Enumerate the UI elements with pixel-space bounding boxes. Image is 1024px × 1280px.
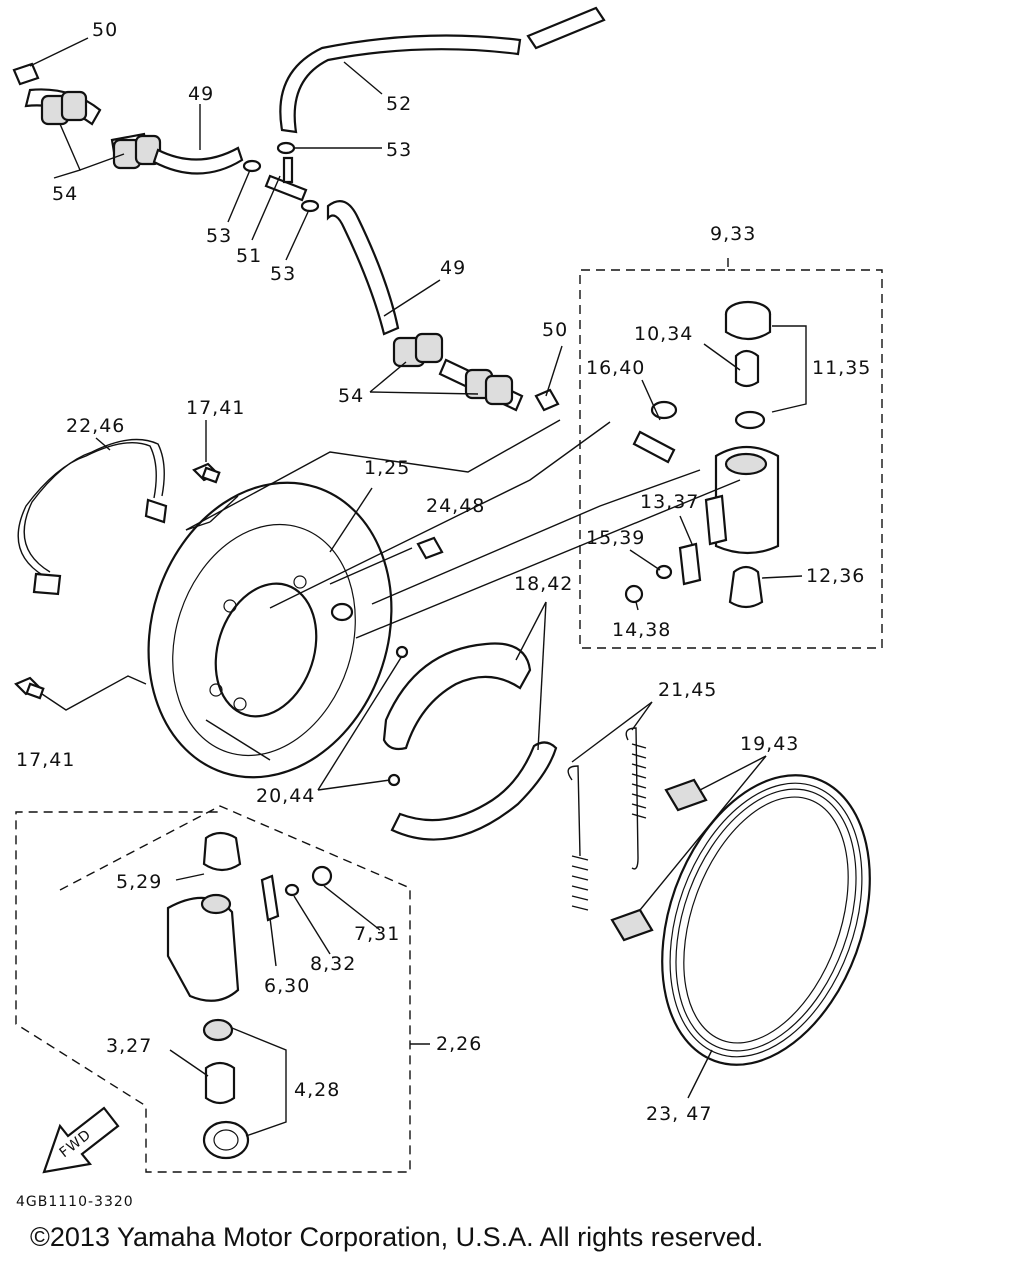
callout-20-44: 20,44	[256, 785, 315, 807]
callout-17-41-bottom: 17,41	[16, 749, 75, 771]
master-cylinder-group	[579, 258, 883, 649]
callout-3-27: 3,27	[106, 1035, 152, 1057]
callout-9-33: 9,33	[710, 223, 756, 245]
callout-54-top: 54	[52, 183, 78, 205]
brake-shoes	[317, 601, 558, 841]
callout-23-47: 23, 47	[646, 1103, 712, 1125]
backing-plate	[41, 419, 741, 779]
callout-12-36: 12,36	[806, 565, 865, 587]
callout-53-right: 53	[386, 139, 412, 161]
callout-53-bottom: 53	[270, 263, 296, 285]
callout-labels: 50 49 52 53 54 53 51 53 49 9,33 50 10,34…	[16, 19, 871, 1125]
callout-8-32: 8,32	[310, 953, 356, 975]
callout-49-mid: 49	[440, 257, 466, 279]
callout-51: 51	[236, 245, 262, 267]
diagram-code: 4GB1110-3320	[16, 1194, 134, 1210]
callout-13-37: 13,37	[640, 491, 699, 513]
callout-50-mid: 50	[542, 319, 568, 341]
callout-17-41-top: 17,41	[186, 397, 245, 419]
forward-arrow: FWD	[42, 1106, 120, 1174]
callout-50-top: 50	[92, 19, 118, 41]
callout-1-25: 1,25	[364, 457, 410, 479]
callout-14-38: 14,38	[612, 619, 671, 641]
callout-15-39: 15,39	[586, 527, 645, 549]
callout-24-48: 24,48	[426, 495, 485, 517]
callout-10-34: 10,34	[634, 323, 693, 345]
bolt-24-48	[416, 536, 444, 560]
callout-4-28: 4,28	[294, 1079, 340, 1101]
callout-16-40: 16,40	[586, 357, 645, 379]
brake-drum	[610, 755, 871, 1099]
callout-19-43: 19,43	[740, 733, 799, 755]
bolts-17-41	[14, 420, 221, 700]
wheel-cylinder-group	[15, 805, 430, 1173]
callout-52: 52	[386, 93, 412, 115]
hose-assembly	[12, 6, 606, 412]
callout-6-30: 6,30	[264, 975, 310, 997]
callout-21-45: 21,45	[658, 679, 717, 701]
callout-53-left: 53	[206, 225, 232, 247]
cable-22-46	[17, 437, 168, 596]
callout-54-mid: 54	[338, 385, 364, 407]
copyright-notice: ©2013 Yamaha Motor Corporation, U.S.A. A…	[30, 1222, 764, 1252]
leader-lines	[29, 37, 563, 397]
callout-49-top: 49	[188, 83, 214, 105]
callout-5-29: 5,29	[116, 871, 162, 893]
callout-7-31: 7,31	[354, 923, 400, 945]
callout-22-46: 22,46	[66, 415, 125, 437]
callout-2-26: 2,26	[436, 1033, 482, 1055]
callout-11-35: 11,35	[812, 357, 871, 379]
springs	[567, 701, 653, 911]
callout-18-42: 18,42	[514, 573, 573, 595]
